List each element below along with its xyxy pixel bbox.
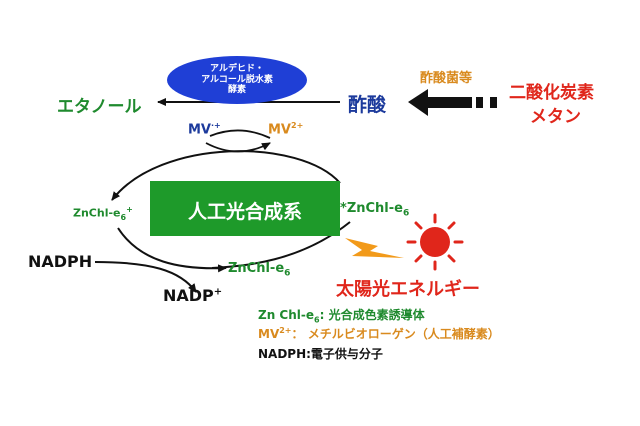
nadph-label: NADPH [28, 252, 93, 271]
legend-zn-rest: : 光合成色素誘導体 [319, 308, 425, 322]
acetic-bacteria-label: 酢酸菌等 [420, 71, 473, 86]
legend-zn-sub: 6 [314, 315, 320, 325]
mv-dication-base: MV [268, 122, 291, 138]
legend-mv: MV2+： メチルビオローゲン（人工補酵素） [258, 325, 500, 342]
zn-ground-label: ZnChl-e6 [228, 261, 290, 279]
cycle-top-arc [111, 150, 341, 201]
artificial-photosynthesis-box [150, 181, 340, 236]
zn-excited-sub: 6 [402, 208, 410, 219]
ethanol-label: エタノール [57, 97, 142, 117]
co2-label: 二酸化炭素 [509, 83, 594, 103]
solar-energy-label: 太陽光エネルギー [336, 279, 480, 300]
zn-cation-base: ZnChl-e [73, 206, 121, 220]
zn-excited-base: ZnChl-e [346, 201, 403, 216]
mv-radical-label: MV·+ [188, 121, 221, 137]
bacteria-arrow [408, 89, 497, 116]
nadph-arrow [94, 261, 197, 293]
cycle-left-arc [117, 227, 227, 273]
zn-excited-prefix: * [340, 201, 347, 216]
enzyme-line-2: アルコール脱水素 [201, 74, 273, 85]
enzyme-ellipse [167, 56, 307, 104]
mv-dication-sup: 2+ [291, 121, 304, 130]
nadp-sup: + [213, 286, 223, 298]
enzyme-label: アルデヒド・ アルコール脱水素 酵素 [167, 64, 307, 96]
lightning-icon [345, 238, 404, 258]
zn-cation-sub: 6 [120, 212, 127, 222]
mv-radical-sup: ·+ [211, 121, 221, 130]
legend-zn: Zn Chl-e6: 光合成色素誘導体 [258, 306, 425, 324]
methane-label: メタン [530, 107, 581, 127]
mv-dication-label: MV2+ [268, 121, 303, 137]
sun-icon [406, 213, 464, 271]
enzyme-line-3: 酵素 [227, 85, 246, 95]
zn-cation-sup: + [126, 205, 133, 214]
acetic-acid-label: 酢酸 [348, 94, 387, 116]
zn-excited-label: *ZnChl-e6 [340, 201, 409, 219]
legend-mv-sup: 2+ [279, 326, 292, 335]
nadp-base: NADP [163, 286, 214, 305]
legend-zn-base: Zn Chl-e [258, 308, 315, 322]
artificial-photosynthesis-label: 人工光合成系 [187, 201, 302, 223]
legend-mv-base: MV [258, 327, 280, 341]
zn-ground-sub: 6 [284, 268, 291, 279]
zn-ground-base: ZnChl-e [228, 261, 285, 276]
nadp-label: NADP+ [163, 286, 222, 305]
legend-mv-rest: ： メチルビオローゲン（人工補酵素） [291, 327, 500, 341]
enzyme-line-1: アルデヒド・ [210, 64, 264, 74]
legend-nadph: NADPH:電子供与分子 [258, 347, 383, 361]
mv-arc-top [209, 129, 271, 139]
zn-cation-label: ZnChl-e6+ [73, 205, 133, 222]
mv-radical-base: MV [188, 122, 211, 138]
